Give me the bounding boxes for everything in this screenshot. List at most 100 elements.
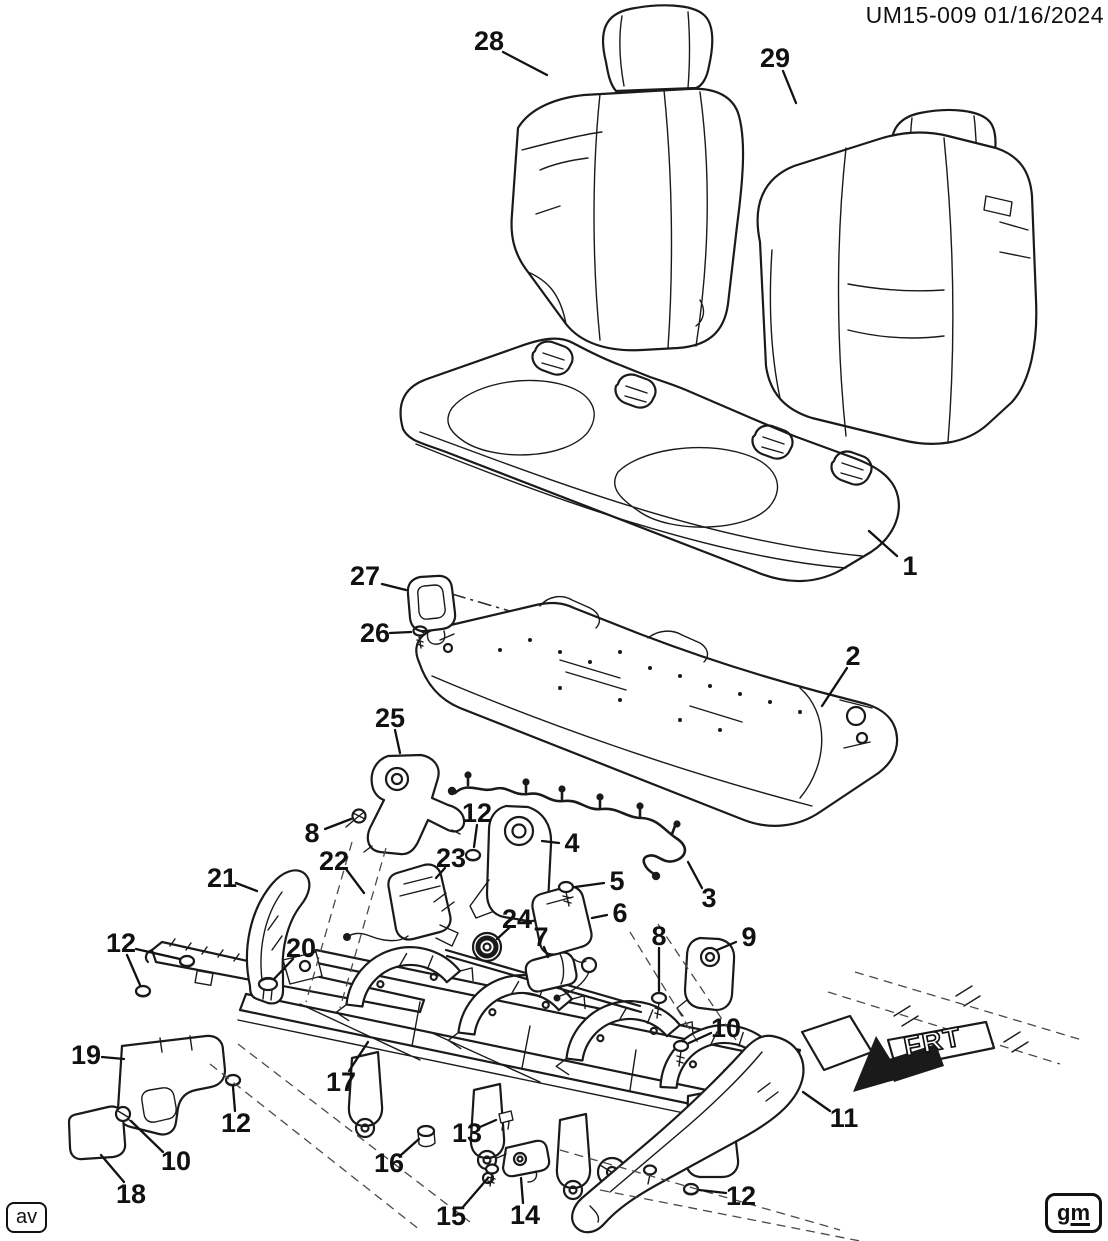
seat-back-cover-28: [510, 4, 745, 352]
hinge-cover-27: [406, 574, 457, 645]
callout-leader-line: [393, 728, 402, 755]
callout-number-13: 13: [452, 1118, 482, 1148]
callout-leader-line: [125, 953, 142, 987]
callout-leader-line: [399, 1137, 421, 1157]
callout-number-16: 16: [374, 1148, 404, 1178]
callout-leader-line: [347, 1040, 370, 1073]
seat-belt-buckle-23: [343, 863, 459, 947]
nut-12-d: [224, 1073, 242, 1087]
bushing-16: [416, 1124, 436, 1148]
callout-number-1: 1: [902, 551, 917, 581]
callout-leader-line: [100, 1055, 126, 1061]
callout-leader-line: [573, 881, 606, 889]
callout-leader-line: [478, 1118, 498, 1129]
callout-leader-line: [461, 1176, 490, 1209]
revision-badge: av: [6, 1202, 48, 1233]
seat-back-cover-29: [756, 108, 1038, 445]
riser-bracket-25: [363, 753, 466, 856]
clip-13: [498, 1110, 514, 1131]
callout-number-20: 20: [286, 933, 316, 963]
callout-number-25: 25: [375, 703, 405, 733]
callout-leader-line: [323, 817, 353, 831]
callout-leader-line: [867, 529, 899, 558]
callout-number-28: 28: [474, 26, 504, 56]
callout-leader-line: [686, 860, 704, 890]
callout-leader-line: [272, 957, 295, 981]
callout-number-17: 17: [326, 1067, 356, 1097]
seat-cushion-cover-1: [399, 337, 900, 583]
side-shield-11: [571, 1034, 805, 1234]
callout-number-12: 12: [221, 1108, 251, 1138]
callout-leader-line: [344, 867, 366, 895]
bolt-8-left: [345, 808, 367, 828]
side-bracket-21: [245, 869, 323, 1005]
phantom-body-lines: [209, 841, 1083, 1241]
callout-number-5: 5: [609, 866, 624, 896]
callout-number-14: 14: [510, 1200, 540, 1230]
wiring-harness-3: [447, 771, 687, 881]
callout-number-12: 12: [726, 1181, 756, 1211]
callout-leader-line: [820, 666, 849, 708]
screw-10-left: [114, 1105, 135, 1125]
callout-number-18: 18: [116, 1179, 146, 1209]
callout-leader-line: [380, 582, 408, 592]
callout-leader-line: [234, 881, 259, 893]
grommet-24: [471, 931, 503, 963]
callout-number-8: 8: [651, 921, 666, 951]
callout-number-27: 27: [350, 561, 380, 591]
callout-leader-line: [134, 947, 182, 961]
push-clip-20: [257, 976, 279, 1001]
center-pivot-bracket-4: [469, 804, 561, 923]
bolt-8-right: [650, 991, 668, 1019]
callout-number-12: 12: [106, 928, 136, 958]
callout-number-12: 12: [462, 798, 492, 828]
callout-number-24: 24: [502, 904, 532, 934]
callout-number-29: 29: [760, 43, 790, 73]
callout-leader-line: [99, 1153, 126, 1184]
callout-leader-line: [129, 1119, 165, 1154]
callout-leader-line: [501, 50, 549, 77]
callout-number-3: 3: [701, 883, 716, 913]
callout-number-7: 7: [533, 922, 548, 952]
callout-number-8: 8: [304, 818, 319, 848]
callout-leader-line: [590, 913, 609, 920]
harness-connector: [447, 771, 681, 881]
callout-number-6: 6: [612, 898, 627, 928]
seat-cushion-pad-2: [415, 595, 899, 827]
callout-number-26: 26: [360, 618, 390, 648]
nut-12-c: [134, 984, 152, 998]
seat-belt-buckle-6: [531, 885, 598, 1002]
callout-leader-line: [231, 1085, 237, 1113]
riser-bracket-9: [676, 936, 736, 1017]
frt-direction-indicator: FRT: [800, 1014, 996, 1092]
callout-leader-line: [434, 866, 447, 880]
callout-leader-line: [697, 1188, 728, 1195]
callout-leader-line: [388, 630, 413, 635]
bolt-15: [484, 1163, 500, 1187]
callout-number-10: 10: [161, 1146, 191, 1176]
callout-number-10: 10: [711, 1013, 741, 1043]
callout-number-9: 9: [741, 922, 756, 952]
gm-logo-text: gm: [1057, 1200, 1090, 1225]
callout-leader-line: [715, 940, 738, 952]
callout-number-2: 2: [845, 641, 860, 671]
bolt-5: [557, 880, 575, 907]
callout-number-4: 4: [564, 828, 579, 858]
callout-leader-line: [801, 1090, 832, 1113]
anchor-cover-19: [116, 1034, 227, 1136]
damper-7: [524, 951, 578, 993]
callout-leader-line: [472, 823, 479, 849]
revision-badge-label: av: [16, 1206, 38, 1228]
callout-number-22: 22: [319, 846, 349, 876]
nut-12-a: [464, 848, 482, 862]
callout-leader-line: [519, 1176, 525, 1205]
callout-leader-line: [540, 839, 561, 845]
callout-leader-line: [495, 926, 511, 941]
callout-number-19: 19: [71, 1040, 101, 1070]
frt-arrow-icon: [853, 1036, 902, 1092]
callout-number-23: 23: [436, 843, 466, 873]
diagram-reference-number: UM15-009 01/16/2024: [865, 2, 1104, 28]
callout-number-11: 11: [830, 1103, 859, 1133]
bolt-10-right: [672, 1039, 690, 1067]
